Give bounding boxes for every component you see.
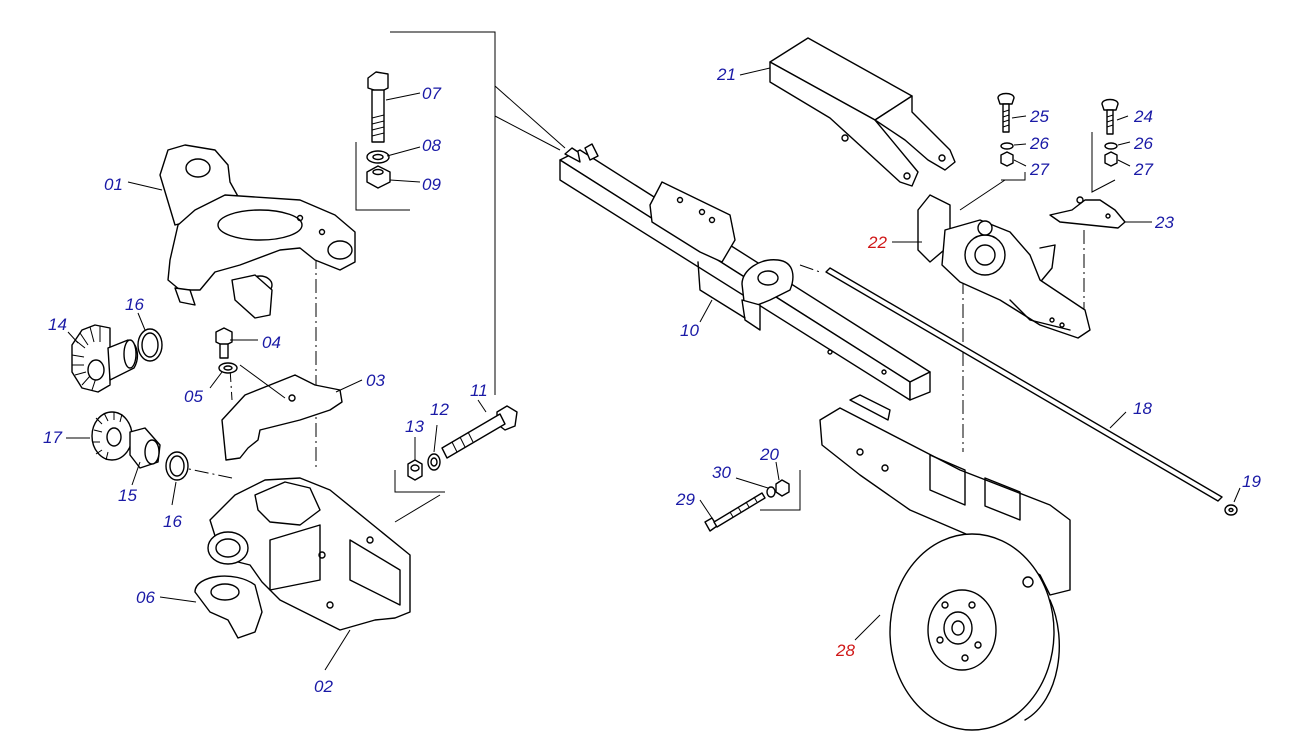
- part-17-gear: [91, 411, 133, 461]
- label-20: 20: [759, 445, 779, 464]
- part-14-bevel-gear: [71, 324, 139, 393]
- part-08-washer: [366, 150, 390, 164]
- part-15-bushing: [129, 427, 161, 469]
- part-20-nut: [775, 479, 790, 497]
- part-11-bolt: [441, 405, 518, 459]
- label-18: 18: [1133, 399, 1152, 418]
- part-12-washer: [427, 453, 441, 471]
- label-02: 02: [314, 677, 333, 696]
- label-08: 08: [422, 136, 441, 155]
- part-25-bolt: [997, 92, 1015, 133]
- part-02-lower-housing: [207, 477, 411, 631]
- label-24: 24: [1133, 107, 1153, 126]
- label-15: 15: [118, 486, 137, 505]
- label-28: 28: [835, 641, 855, 660]
- label-27a: 27: [1029, 160, 1049, 179]
- part-10-beam: [559, 143, 931, 401]
- label-30: 30: [712, 463, 731, 482]
- label-05: 05: [184, 387, 203, 406]
- part-01-upper-casting: [159, 144, 356, 319]
- assembly-bracket-lines: [355, 31, 1116, 523]
- label-13: 13: [405, 417, 424, 436]
- label-14: 14: [48, 315, 67, 334]
- part-04-bolt: [215, 327, 233, 359]
- part-24-bolt: [1101, 98, 1119, 135]
- part-23-bracket: [1049, 196, 1126, 229]
- part-29-bolt: [704, 492, 766, 532]
- label-27b: 27: [1133, 160, 1153, 179]
- label-29: 29: [675, 490, 695, 509]
- part-07-bolt: [367, 71, 389, 143]
- label-26b: 26: [1133, 134, 1153, 153]
- label-07: 07: [422, 84, 441, 103]
- label-16a: 16: [125, 295, 144, 314]
- part-30-washer: [766, 486, 776, 498]
- part-16-ring-upper: [137, 328, 163, 362]
- label-21: 21: [716, 65, 736, 84]
- part-22-mechanism: [917, 194, 1091, 339]
- part-21-cover: [769, 37, 956, 187]
- part-09-nut: [366, 165, 391, 189]
- part-labels: 07 08 09 01 04 03 05 14 16 17 15 16 06 0…: [43, 65, 1261, 696]
- part-05-washer: [218, 362, 238, 374]
- part-03-plate: [221, 374, 343, 461]
- label-19: 19: [1242, 472, 1261, 491]
- part-26-washer: [1000, 142, 1118, 150]
- leader-lines: [66, 67, 1241, 671]
- label-10: 10: [680, 321, 699, 340]
- label-06: 06: [136, 588, 155, 607]
- label-22: 22: [867, 233, 887, 252]
- label-26a: 26: [1029, 134, 1049, 153]
- label-11: 11: [470, 381, 488, 400]
- label-25: 25: [1029, 107, 1049, 126]
- part-28-disc-assembly: [819, 394, 1071, 731]
- part-16-ring-lower: [165, 451, 189, 481]
- part-13-nut: [407, 459, 423, 481]
- label-03: 03: [366, 371, 385, 390]
- part-18-rod: [825, 267, 1223, 502]
- part-27-nut: [1000, 151, 1118, 167]
- part-19-washer: [1224, 504, 1238, 516]
- label-09: 09: [422, 175, 441, 194]
- part-06-clip: [194, 575, 263, 639]
- label-12: 12: [430, 400, 449, 419]
- label-16b: 16: [163, 512, 182, 531]
- label-17: 17: [43, 428, 62, 447]
- label-04: 04: [262, 333, 281, 352]
- label-01: 01: [104, 175, 123, 194]
- label-23: 23: [1154, 213, 1174, 232]
